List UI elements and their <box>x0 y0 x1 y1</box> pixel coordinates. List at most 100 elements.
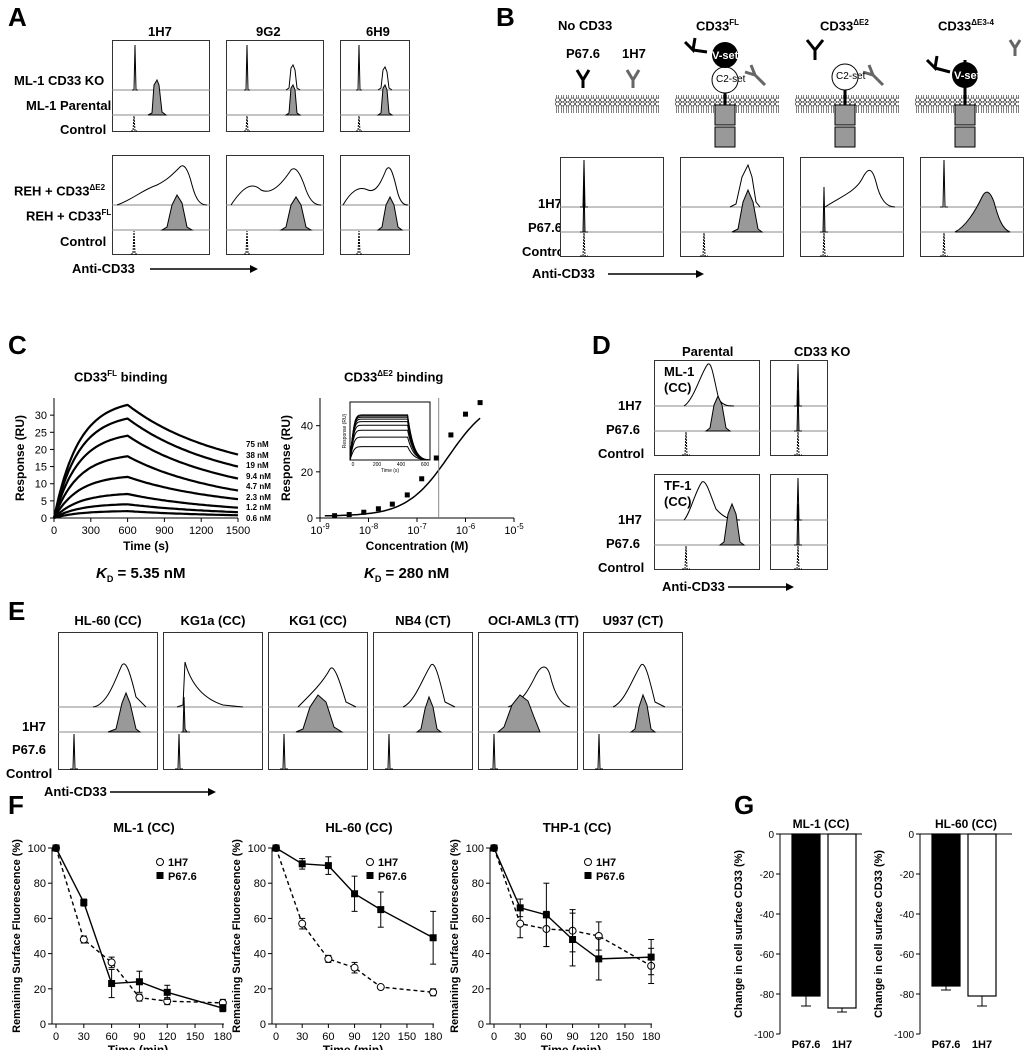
y-tick-label: -20 <box>760 870 775 881</box>
category-label: P67.6 <box>932 1039 961 1050</box>
b-flow-fl <box>680 157 784 257</box>
data-point <box>463 411 468 417</box>
b-construct-none: No CD33 <box>558 18 613 33</box>
y-tick-label: 40 <box>301 421 313 433</box>
y-tick-label: 0 <box>908 830 914 841</box>
legend-1h7: 1H7 <box>168 857 188 869</box>
point-p676 <box>163 988 171 996</box>
a-row-reh-de2: REH + CD33ΔE2 <box>14 183 106 199</box>
data-point <box>404 492 410 498</box>
e-cell-label: NB4 (CT) <box>395 613 451 628</box>
histogram-control <box>70 733 78 770</box>
b-flow-de2 <box>800 157 904 257</box>
point-p676 <box>569 936 577 944</box>
point-p676 <box>219 1004 227 1012</box>
a-xlabel: Anti-CD33 <box>72 261 135 276</box>
x-tick-label: 600 <box>118 525 136 537</box>
y-axis-label: Remaining Surface Fluorescence (%) <box>231 839 243 1033</box>
data-point <box>375 506 381 512</box>
histogram-control <box>175 733 183 770</box>
d-cell-tf1-geno: (CC) <box>664 494 692 509</box>
x-tick-label: 120 <box>590 1031 608 1043</box>
inset-xlabel: Time (s) <box>381 468 399 474</box>
point-p676 <box>429 934 437 942</box>
tick-base: 10 <box>310 525 322 537</box>
point-1h7 <box>376 983 385 992</box>
histogram-control <box>385 733 393 770</box>
b-construct-fl: CD33FL <box>696 18 740 34</box>
b-row-control: Control <box>522 244 569 259</box>
point-1h7 <box>350 963 359 972</box>
y-tick-label: 5 <box>41 496 47 508</box>
d-row-p676-a: P67.6 <box>606 422 640 437</box>
tick-exponent: -6 <box>468 522 476 531</box>
d-cell-tf1: TF-1 <box>664 478 692 493</box>
concentration-label: 4.7 nM <box>246 482 271 491</box>
frame <box>58 632 158 770</box>
y-tick-label: 60 <box>254 913 266 925</box>
d-xlabel: Anti-CD33 <box>662 579 725 594</box>
a-flow-1h7-top <box>112 40 210 132</box>
concentration-label: 2.3 nM <box>246 492 271 502</box>
y-tick-label: 0 <box>260 1019 266 1031</box>
inset-curve <box>349 446 431 461</box>
b-vset-de34: V-set <box>954 70 981 82</box>
histogram-1h7 <box>297 667 357 708</box>
a-flow-6h9-bottom <box>340 155 410 255</box>
frame <box>583 632 683 770</box>
b-ab-1h7-label: 1H7 <box>622 46 646 61</box>
y-tick-label: -40 <box>760 910 775 921</box>
y-tick-label: 40 <box>254 949 266 961</box>
d-flow-ml1-parental <box>654 360 760 456</box>
point-p676 <box>324 862 332 870</box>
histogram-p676 <box>107 691 142 733</box>
point-p676 <box>595 955 603 963</box>
concentration-label: 0.6 nM <box>246 513 271 523</box>
tick-base: 10 <box>359 525 371 537</box>
x-tick-label: 10-9 <box>310 522 330 537</box>
bar <box>791 833 821 997</box>
b-row-1h7: 1H7 <box>538 196 562 211</box>
tick-exponent: -9 <box>323 522 331 531</box>
y-tick-label: 15 <box>35 462 47 474</box>
sensorgram-curve <box>52 455 239 519</box>
x-tick-label: 30 <box>296 1031 308 1043</box>
d-flow-ml1-ko <box>770 360 828 456</box>
y-tick-label: -60 <box>900 950 915 961</box>
legend-marker-1h7 <box>366 858 374 866</box>
y-tick-label: -100 <box>894 1030 914 1041</box>
a-ab-1h7: 1H7 <box>148 24 172 39</box>
concentration-label: 1.2 nM <box>246 503 271 512</box>
concentration-label: 38 nM <box>246 450 269 460</box>
point-p676 <box>80 899 88 907</box>
category-label: 1H7 <box>972 1039 992 1050</box>
a-row-reh-fl: REH + CD33FL <box>26 208 112 224</box>
x-tick-label: 60 <box>322 1031 334 1043</box>
a-flow-9g2-top <box>226 40 324 132</box>
d-row-1h7-b: 1H7 <box>618 512 642 527</box>
inset-ylabel: Response (RU) <box>342 413 348 448</box>
tick-base: 10 <box>504 525 516 537</box>
y-tick-label: 0 <box>768 830 774 841</box>
b-construct-de34: CD33ΔE3-4 <box>938 18 994 34</box>
y-tick-label: 20 <box>472 984 484 996</box>
b-row-p676: P67.6 <box>528 220 562 235</box>
chart-title: HL-60 (CC) <box>935 817 997 831</box>
d-flow-tf1-parental <box>654 474 760 570</box>
category-label: 1H7 <box>832 1039 852 1050</box>
inset-tick: 600 <box>421 462 430 468</box>
b-ab-p676-label: P67.6 <box>566 46 600 61</box>
point-p676 <box>108 980 116 988</box>
y-tick-label: 20 <box>35 444 47 456</box>
concentration-label: 19 nM <box>246 461 269 470</box>
legend-marker-1h7 <box>584 858 592 866</box>
concentration-label: 75 nM <box>246 440 269 449</box>
y-tick-label: 60 <box>34 913 46 925</box>
data-point <box>361 509 367 515</box>
inset-curve <box>349 414 431 461</box>
x-tick-label: 10-6 <box>456 522 476 537</box>
point-p676 <box>272 844 280 852</box>
